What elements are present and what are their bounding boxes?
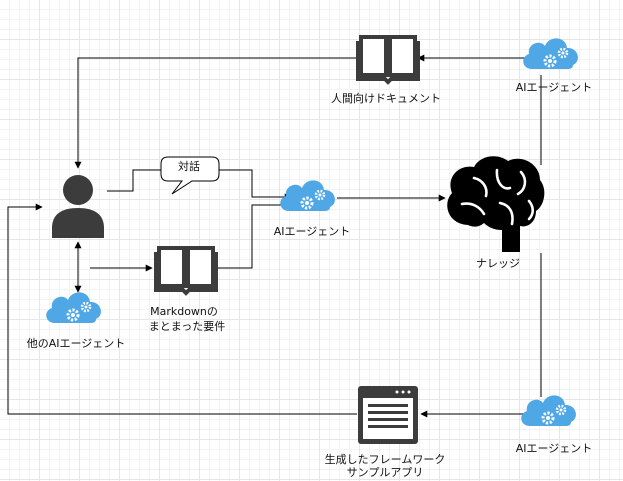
label-markdown-line1: Markdownの [150,305,218,318]
cloud-gear-icon-top-right [521,36,580,71]
browser-window-icon [358,386,418,444]
label-other-agent: 他のAIエージェント [26,337,126,350]
label-generated-line1: 生成したフレームワーク [324,453,446,466]
connector-docs-to-user [74,57,356,169]
book-icon-docs [356,35,420,84]
label-agent-top-right: AIエージェント [515,81,593,94]
cloud-gear-icon-other [44,290,103,325]
label-knowledge: ナレッジ [476,257,520,270]
book-icon-markdown [154,246,218,295]
label-agent-bottom-right: AIエージェント [515,442,593,455]
label-generated-line2: サンプルアプリ [346,466,424,479]
cloud-gear-icon-center [278,178,337,213]
label-human-docs: 人間向けドキュメント [331,92,441,105]
cloud-gear-icon-bottom-right [519,393,578,428]
connector-user-to-dialogue [107,169,161,192]
connector-app-to-user [7,203,357,415]
person-icon [52,175,104,238]
brain-icon [447,156,545,252]
connector-dialogue-to-agent [219,169,292,201]
speech-bubble [160,156,220,195]
label-dialogue: 対話 [178,160,200,173]
connector-markdown-to-agent [217,201,292,269]
label-markdown-line2: まとまった要件 [148,320,226,333]
label-agent-center: AIエージェント [273,225,351,238]
connectors [7,54,542,418]
